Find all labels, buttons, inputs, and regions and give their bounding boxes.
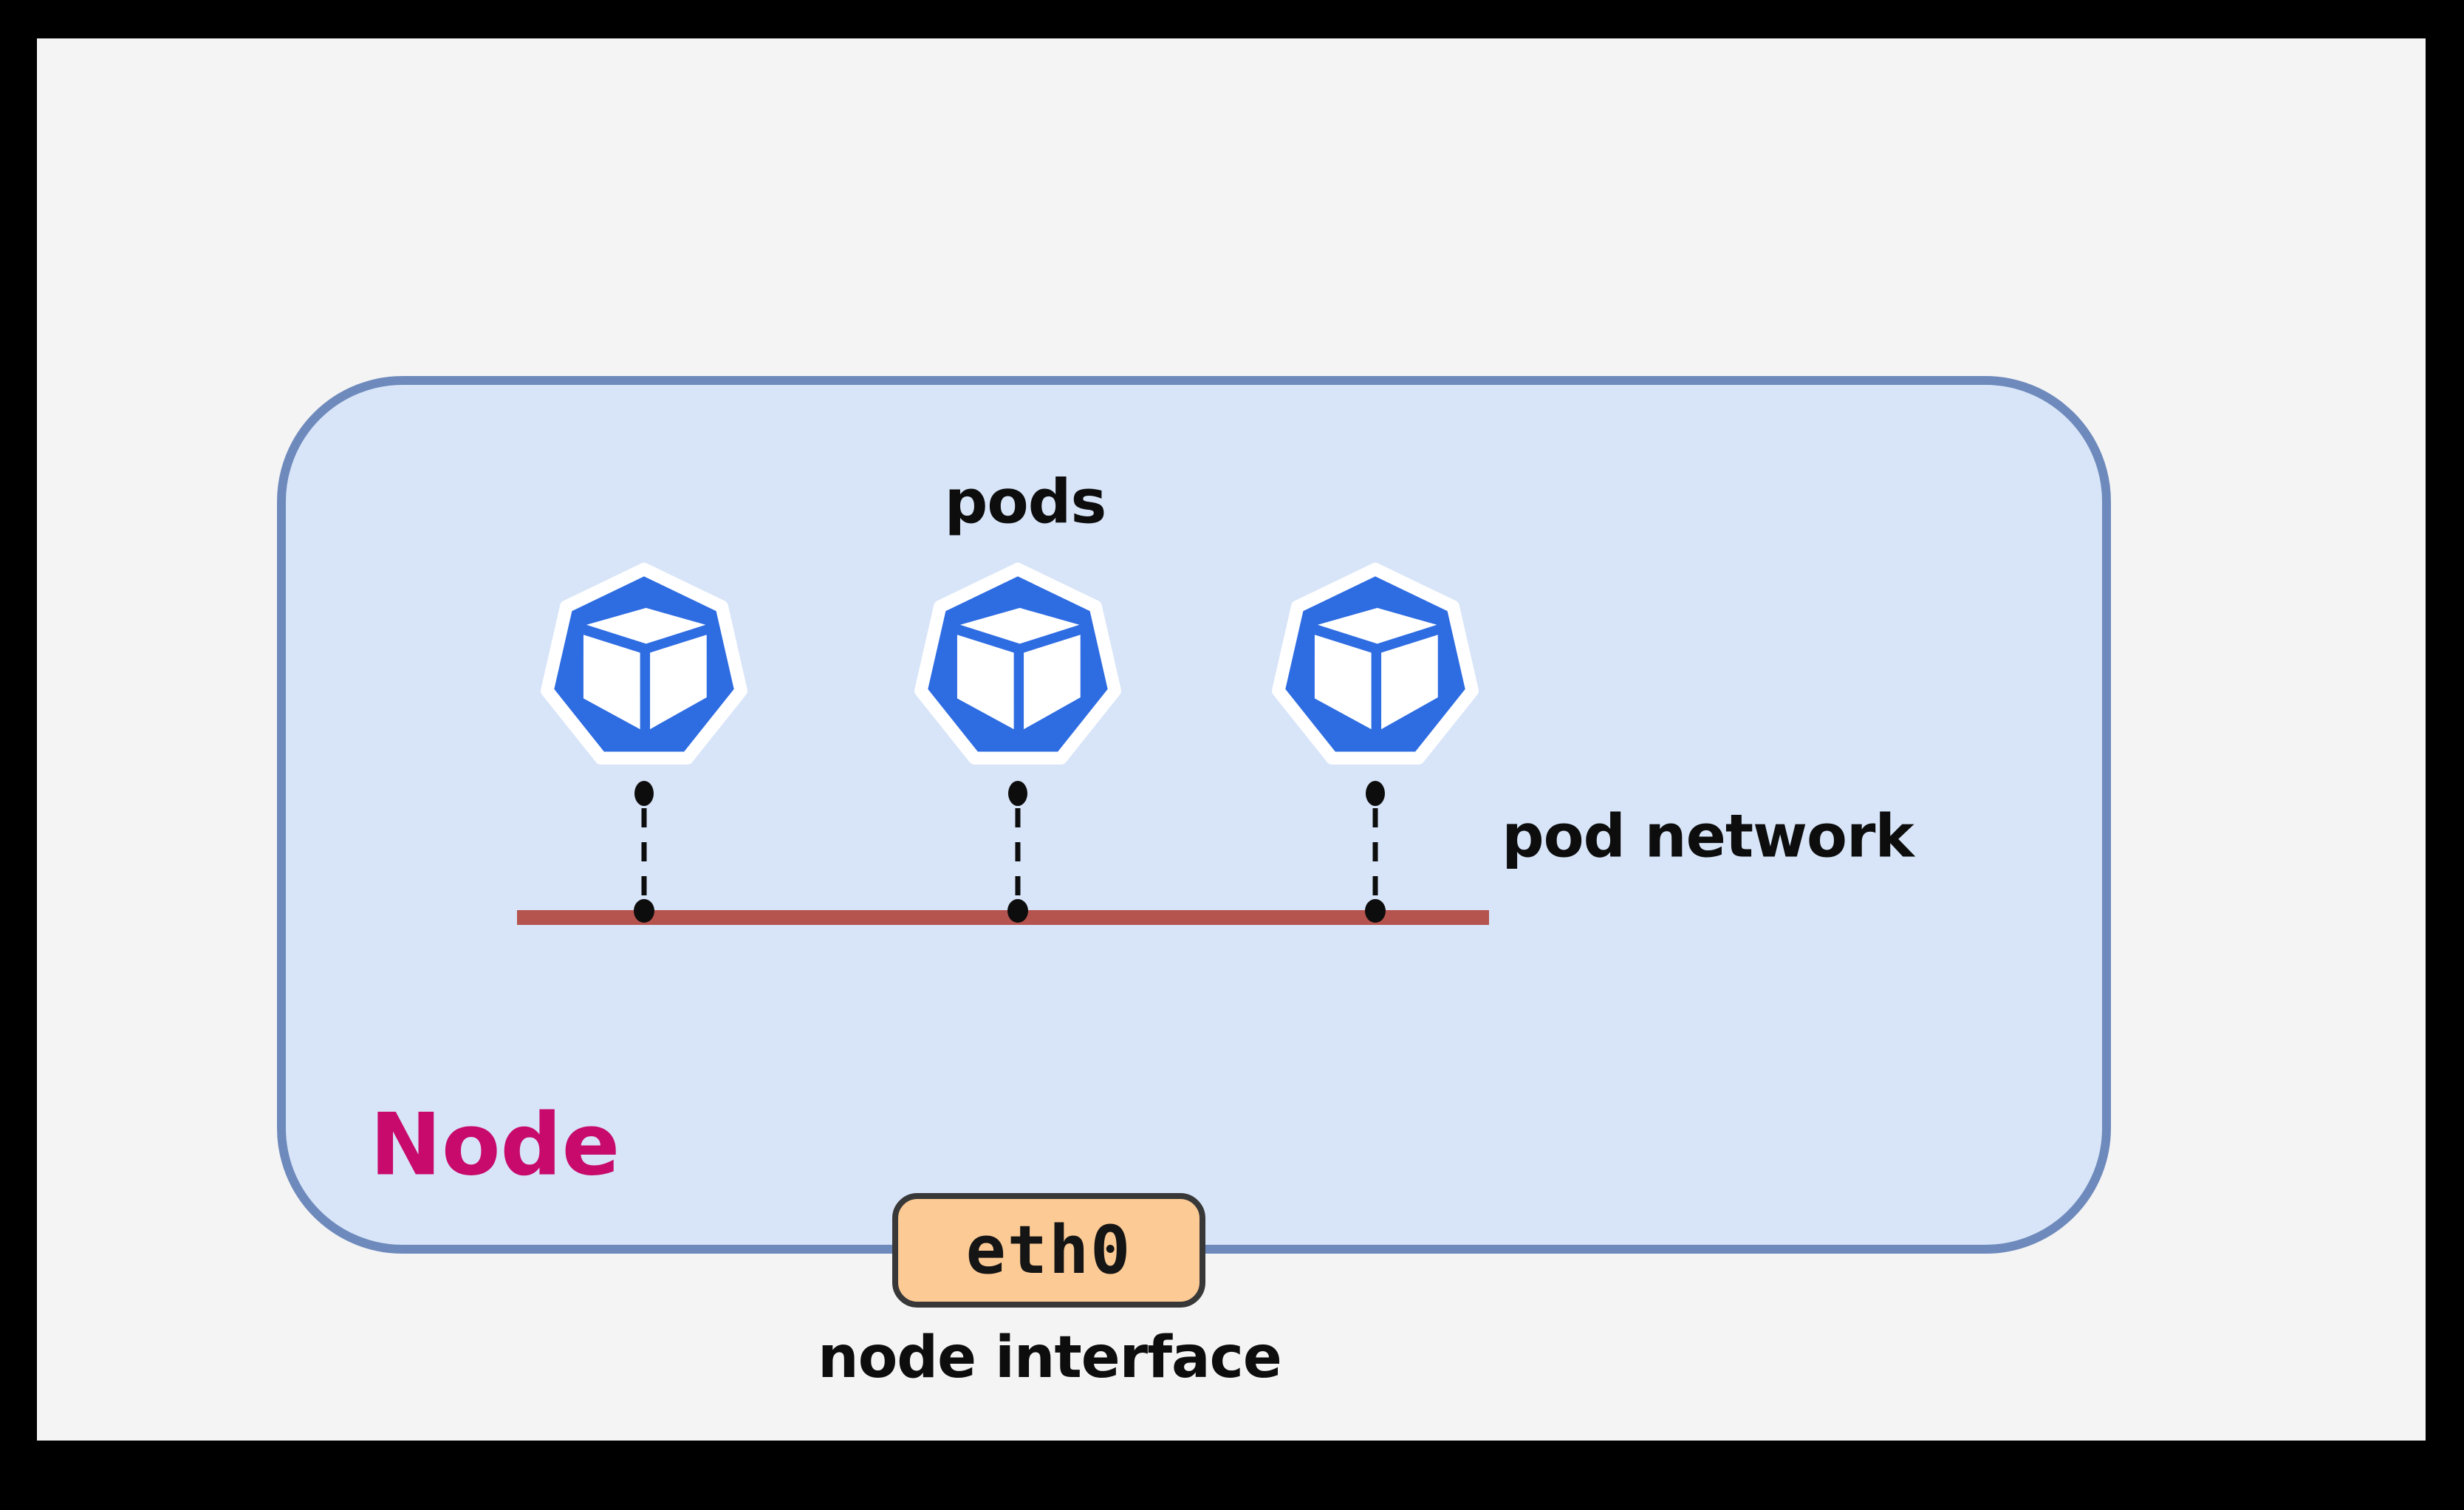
node-boundary-box (277, 376, 2111, 1254)
diagram-page: { "title": "Kubernetes node pod network … (37, 38, 2426, 1441)
network-junction-dot-2 (1007, 899, 1028, 923)
pod3-endpoint-dot (1366, 781, 1385, 806)
pod-network-overlay (517, 781, 1489, 925)
pod-network-label: pod network (1502, 802, 1914, 871)
pod-icon (1272, 562, 1479, 765)
pod-icon (914, 562, 1121, 765)
pod1-endpoint-dot (634, 781, 654, 806)
pod-network-line (517, 910, 1489, 925)
pod2-endpoint-dot (1008, 781, 1027, 806)
eth0-interface-box: eth0 (892, 1193, 1205, 1308)
diagram-canvas: pods pod network Node eth0 node interfac… (37, 38, 2426, 1441)
pods-label: pods (944, 467, 1107, 538)
pod-icon (541, 562, 747, 765)
network-junction-dot-1 (634, 899, 654, 923)
network-junction-dot-3 (1365, 899, 1386, 923)
node-interface-label: node interface (818, 1325, 1282, 1391)
eth0-label: eth0 (965, 1212, 1132, 1289)
node-label: Node (369, 1095, 620, 1195)
